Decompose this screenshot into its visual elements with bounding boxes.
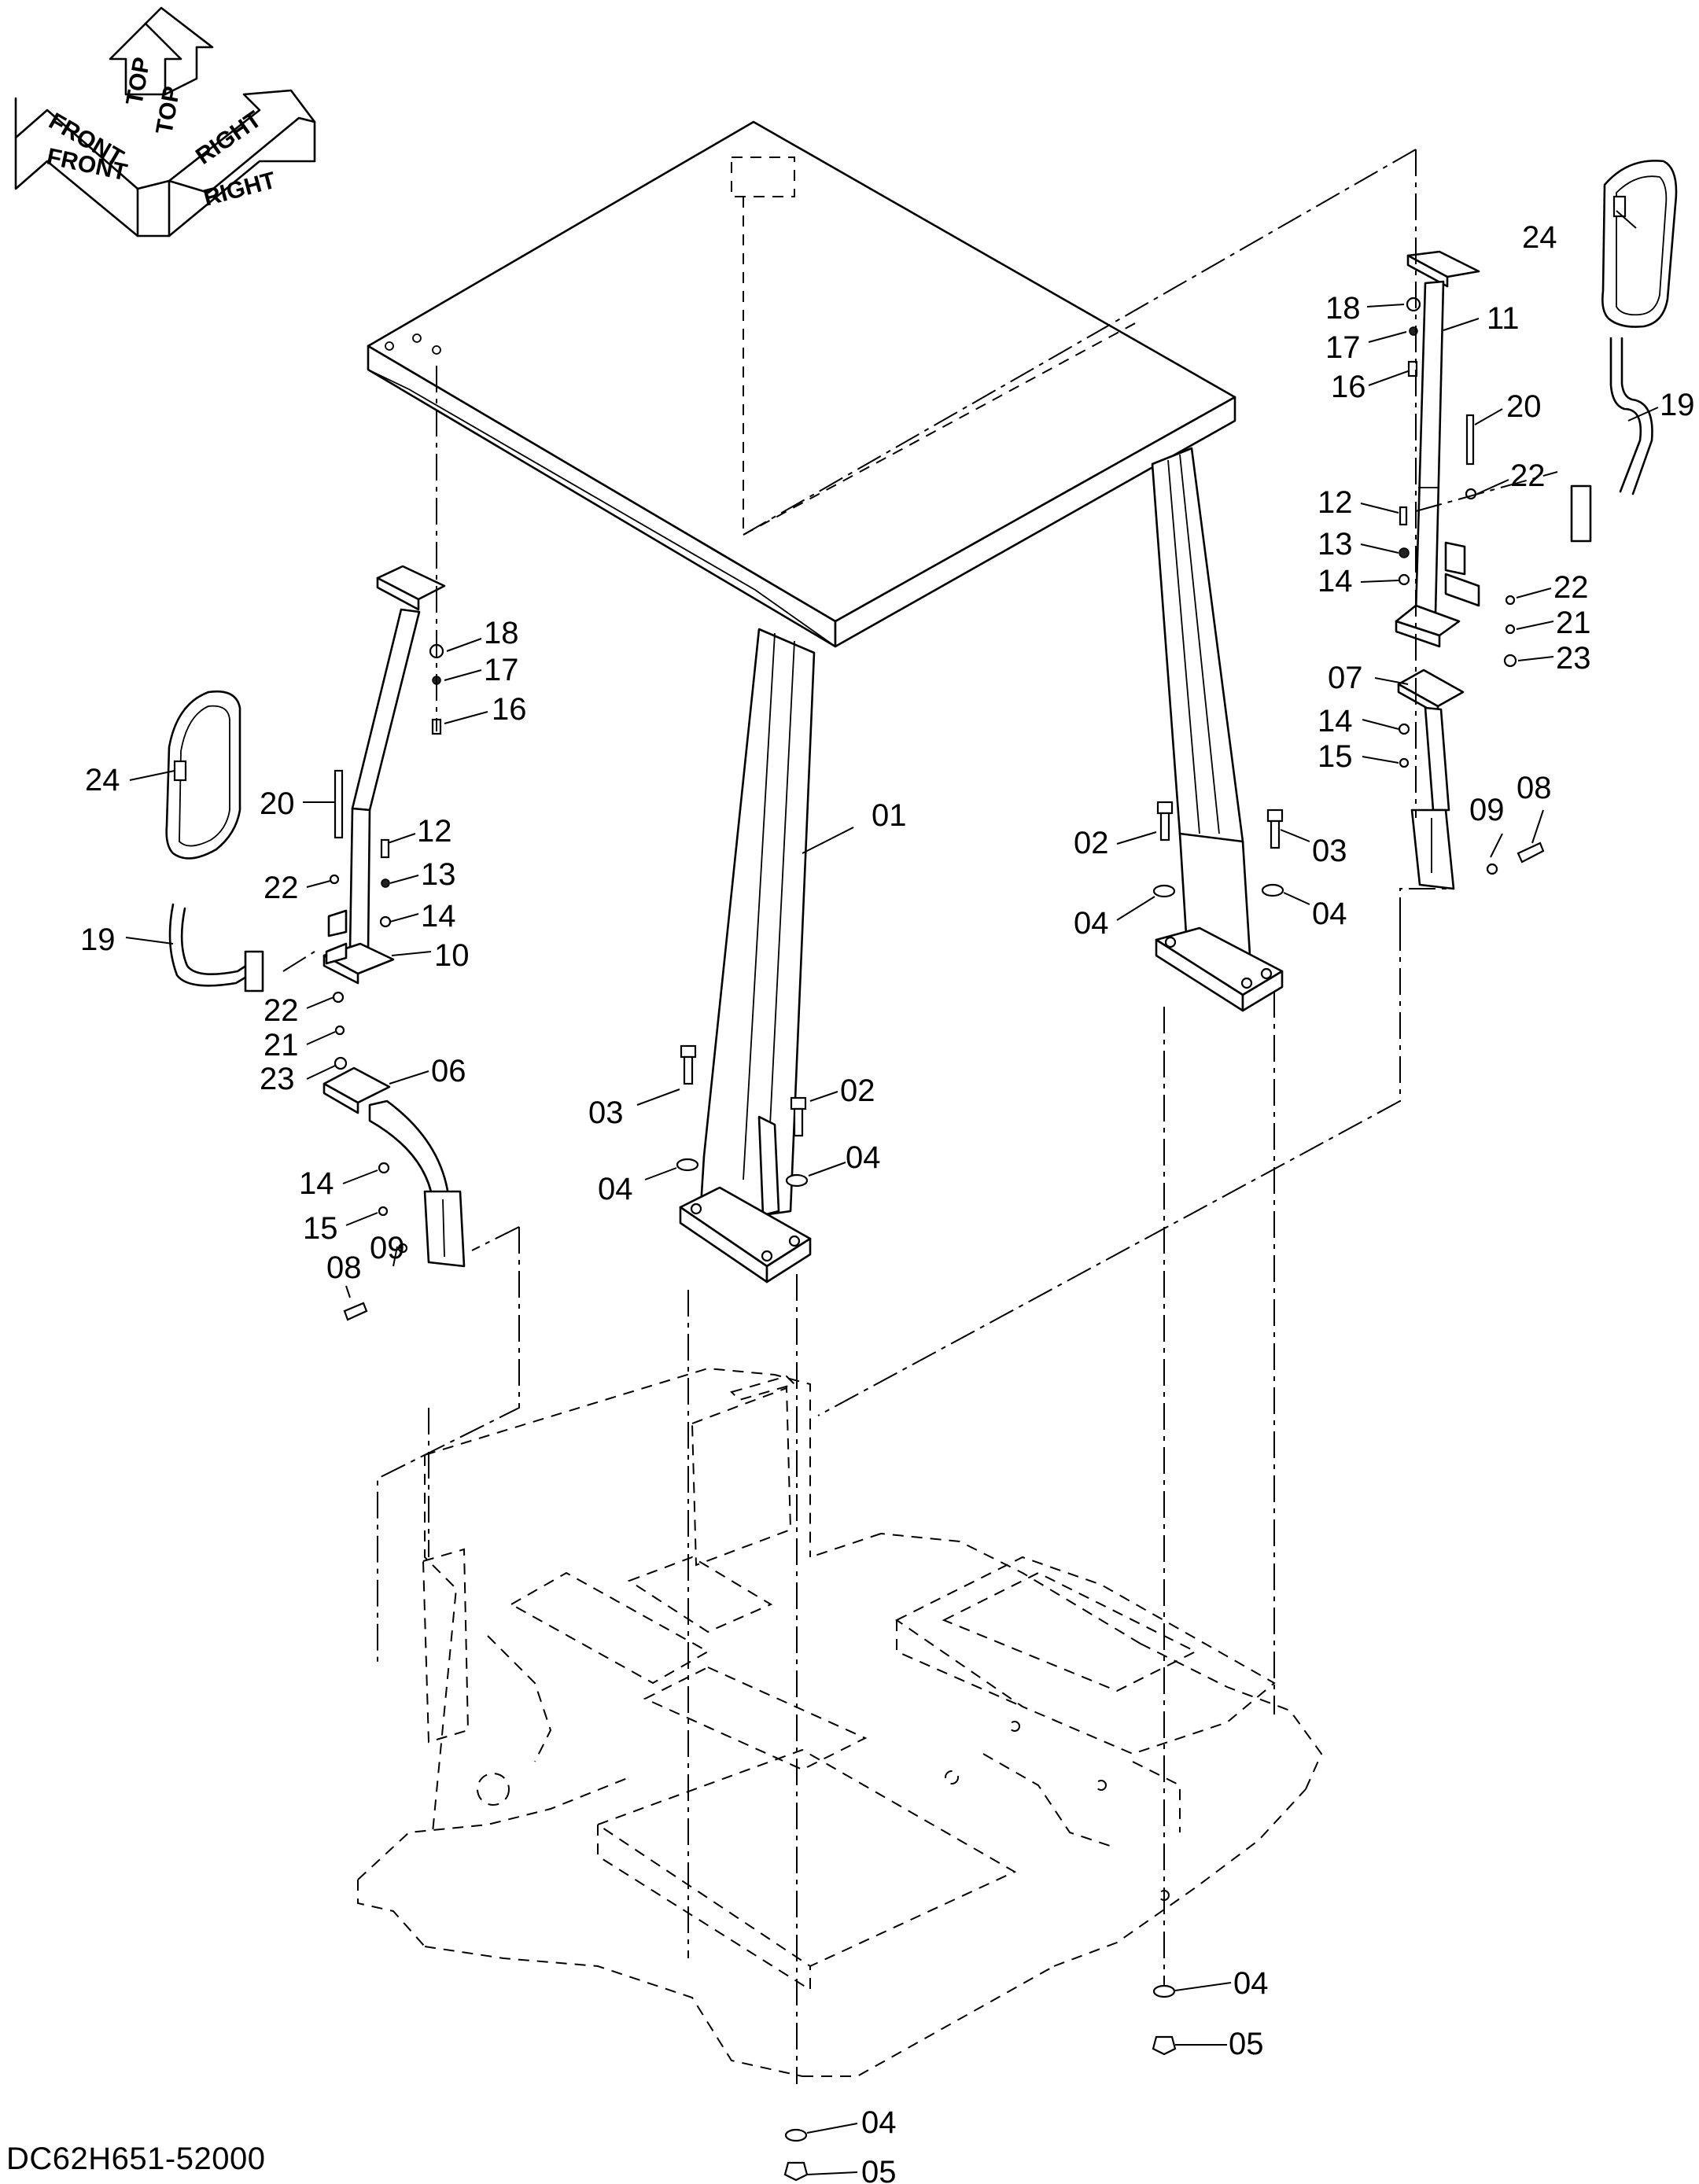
orientation-indicator: FRONT FRONT TOP TOP RIGHT RIGHT [14, 6, 316, 238]
callout-16-left: 16 [492, 692, 527, 727]
callout-08-right: 08 [1517, 771, 1552, 805]
hardware-left-bracket [329, 643, 444, 1321]
callout-21-left: 21 [264, 1028, 299, 1063]
callout-04-rear-a: 04 [1074, 906, 1109, 941]
callout-10: 10 [434, 938, 470, 973]
callout-12-right: 12 [1318, 485, 1353, 520]
canopy-assembly [367, 120, 1284, 1284]
left-mirror-assembly [165, 690, 264, 993]
callout-17-right: 17 [1325, 330, 1361, 365]
top-label-right: TOP [151, 84, 185, 136]
callout-23-right: 23 [1556, 641, 1591, 676]
canopy-mount-hardware [676, 801, 1284, 2182]
callout-13-right: 13 [1318, 527, 1353, 562]
callout-05-bottom-rear: 05 [1229, 2027, 1264, 2061]
drawing-code: DC62H651-52000 [6, 2142, 266, 2176]
callout-09-right: 09 [1469, 793, 1505, 827]
callout-02-front: 02 [840, 1074, 875, 1108]
callout-02-rear: 02 [1074, 826, 1109, 860]
callout-17-left: 17 [484, 653, 519, 687]
callout-06: 06 [431, 1054, 466, 1088]
callout-14-left-b: 14 [299, 1166, 334, 1201]
callout-22-right-a: 22 [1510, 459, 1546, 493]
right-label-upper: RIGHT [191, 106, 266, 170]
callout-04-front-b: 04 [846, 1140, 881, 1175]
upper-frame [357, 1367, 1323, 2077]
callout-22-left-b: 22 [264, 993, 299, 1028]
callout-15-left: 15 [303, 1211, 338, 1246]
callout-18-right: 18 [1325, 291, 1361, 326]
callout-08-left: 08 [326, 1250, 362, 1285]
callout-14-right-b: 14 [1318, 704, 1353, 738]
callout-14-right-a: 14 [1318, 564, 1353, 598]
callout-12-left: 12 [417, 814, 452, 849]
mirror-stay-lower-right [1397, 668, 1465, 708]
callout-04-bottom-front: 04 [861, 2105, 897, 2140]
callout-14-left-a: 14 [421, 899, 456, 934]
callout-09-left: 09 [370, 1231, 405, 1265]
callout-03-front: 03 [588, 1096, 624, 1130]
callout-04-bottom-rear: 04 [1233, 1966, 1269, 2001]
callout-23-left: 23 [260, 1062, 295, 1096]
canopy-roof [367, 120, 1236, 623]
callout-21-right: 21 [1556, 606, 1591, 640]
callout-13-left: 13 [421, 857, 456, 892]
callout-07: 07 [1328, 661, 1363, 695]
callout-16-right: 16 [1331, 370, 1366, 404]
right-mirror-assembly [1570, 160, 1678, 543]
callout-04-front-a: 04 [598, 1172, 633, 1206]
assembly-centerlines [282, 149, 1558, 2084]
left-mirror-stay-assembly [322, 565, 466, 1321]
callout-01: 01 [872, 798, 907, 833]
hardware-right-bracket [1398, 296, 1545, 875]
callout-22-right-b: 22 [1553, 570, 1589, 605]
callout-20-left: 20 [260, 786, 295, 821]
callout-22-left-a: 22 [264, 871, 299, 905]
callout-19-left: 19 [80, 923, 116, 957]
callout-05-bottom-front: 05 [861, 2155, 897, 2184]
callout-24-right: 24 [1522, 220, 1557, 255]
left-mirror [165, 690, 241, 860]
callout-11: 11 [1487, 301, 1520, 336]
callout-18-left: 18 [484, 616, 519, 650]
callout-20-right: 20 [1506, 389, 1542, 424]
callout-24-left: 24 [85, 763, 120, 797]
callout-04-rear-b: 04 [1312, 897, 1347, 931]
right-mirror-stay-assembly [1395, 250, 1545, 890]
callout-15-right: 15 [1318, 739, 1353, 774]
callout-19-right: 19 [1660, 388, 1695, 422]
right-label-lower: RIGHT [201, 168, 278, 212]
callout-labels: 01 02 03 04 04 03 02 04 04 04 05 04 05 1… [80, 210, 1695, 2184]
callout-03-rear: 03 [1312, 834, 1347, 868]
